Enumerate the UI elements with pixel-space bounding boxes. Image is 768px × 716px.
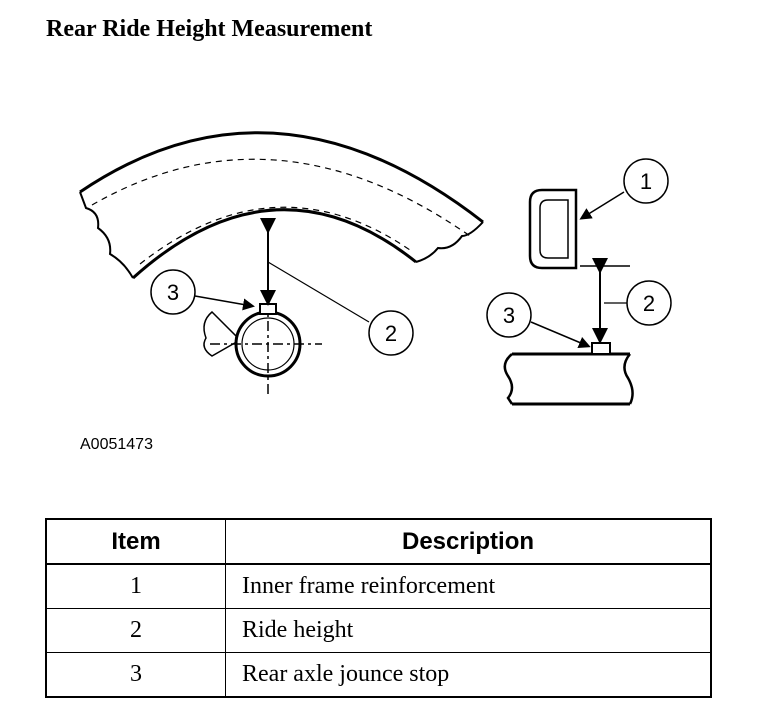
header-description: Description xyxy=(225,518,712,565)
row-description: Ride height xyxy=(225,608,712,653)
figure-id: A0051473 xyxy=(80,436,153,453)
left-axle-section xyxy=(203,300,322,396)
row-item: 2 xyxy=(45,608,226,653)
svg-text:2: 2 xyxy=(385,321,397,346)
right-callout-2: 2 xyxy=(604,280,672,326)
right-callout-3: 3 xyxy=(486,292,591,349)
right-axle-tube xyxy=(503,342,634,406)
svg-text:2: 2 xyxy=(643,291,655,316)
svg-text:3: 3 xyxy=(167,280,179,305)
table-header-row: Item Description xyxy=(45,518,712,565)
page-title: Rear Ride Height Measurement xyxy=(46,16,373,42)
table-row: 2 Ride height xyxy=(45,608,712,653)
header-item: Item xyxy=(45,518,226,565)
left-frame-section xyxy=(79,131,484,280)
row-description: Rear axle jounce stop xyxy=(225,652,712,698)
svg-text:1: 1 xyxy=(640,169,652,194)
row-description: Inner frame reinforcement xyxy=(225,563,712,609)
table-row: 1 Inner frame reinforcement xyxy=(45,563,712,609)
legend-table: Item Description 1 Inner frame reinforce… xyxy=(45,518,712,698)
row-item: 3 xyxy=(45,652,226,698)
right-frame-reinforcement xyxy=(528,188,630,270)
table-row: 3 Rear axle jounce stop xyxy=(45,652,712,698)
left-callout-2: 2 xyxy=(267,261,414,356)
row-item: 1 xyxy=(45,563,226,609)
right-callout-1: 1 xyxy=(579,158,669,220)
svg-text:3: 3 xyxy=(503,303,515,328)
left-callout-3: 3 xyxy=(150,269,255,315)
